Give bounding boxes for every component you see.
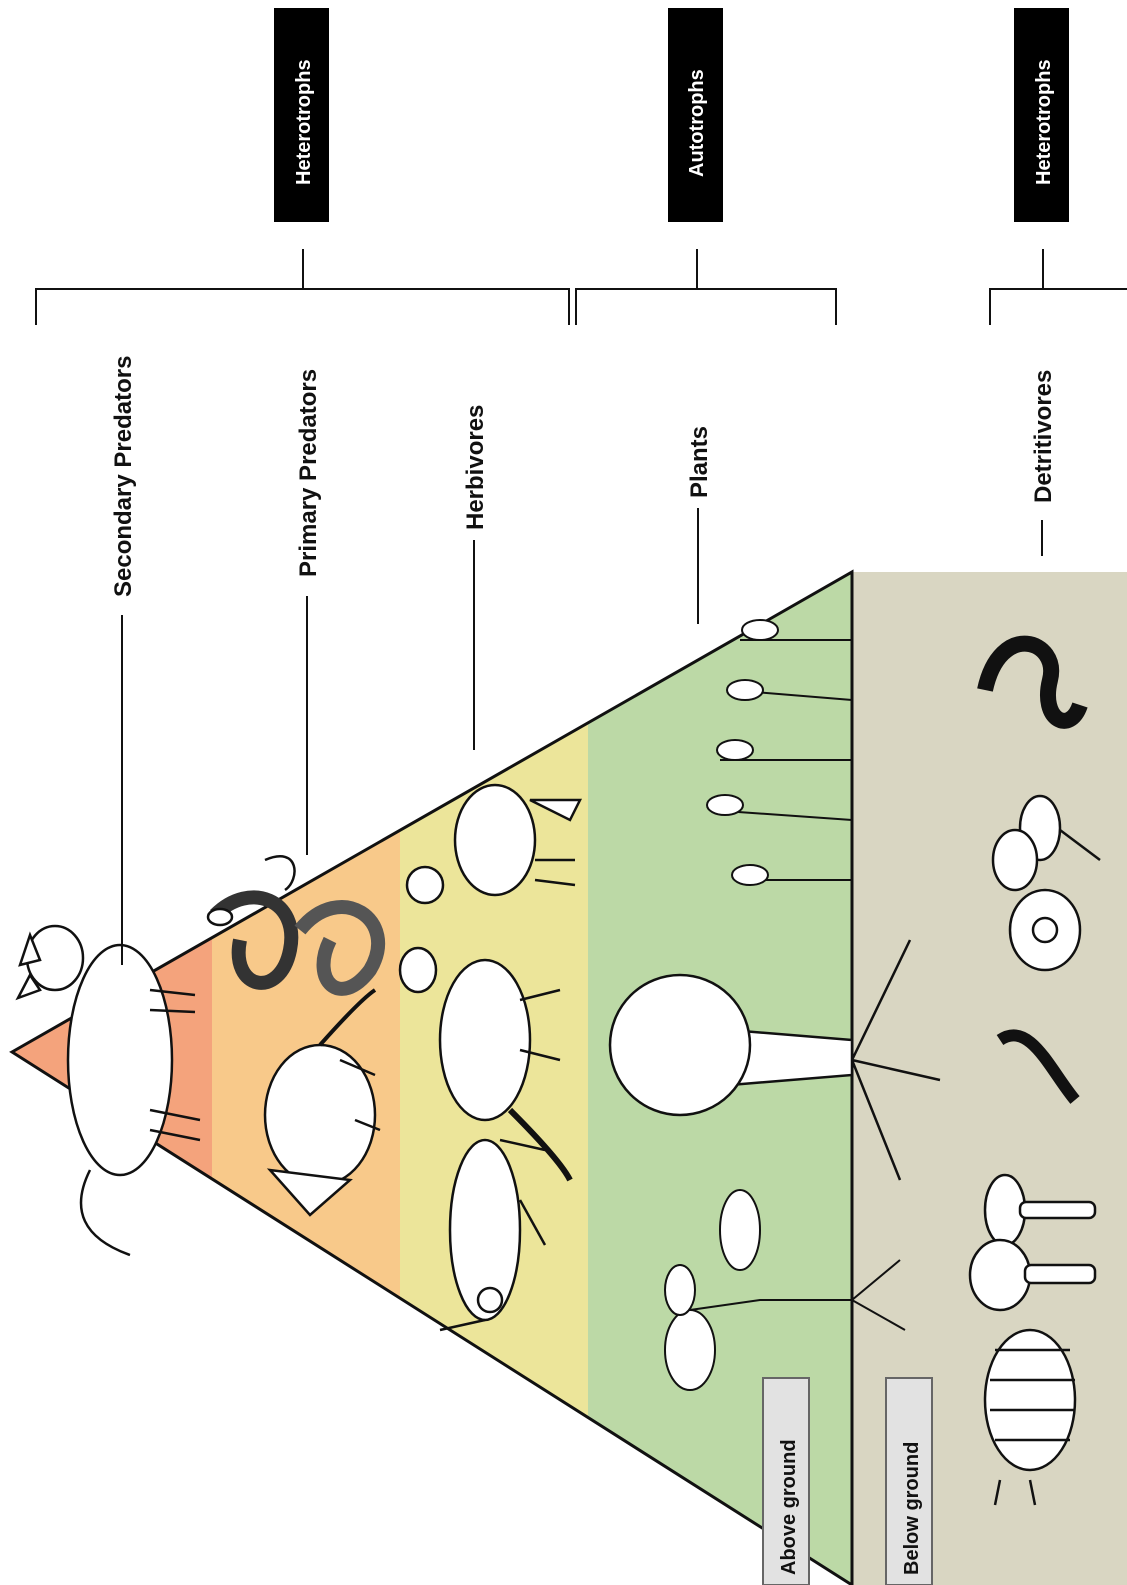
bracket-heterotrophs-top xyxy=(36,249,569,325)
below-ground-tag: Below ground xyxy=(886,1378,932,1585)
above-ground-label: Above ground xyxy=(778,1439,800,1575)
group-heterotrophs-top: Heterotrophs xyxy=(274,8,329,222)
group-autotrophs: Autotrophs xyxy=(668,8,723,222)
label-plants: Plants xyxy=(686,426,713,498)
label-secondary-predators: Secondary Predators xyxy=(110,356,137,597)
group-heterotrophs-bottom: Heterotrophs xyxy=(1014,8,1069,222)
above-ground-tag: Above ground xyxy=(763,1378,809,1585)
protist-icon xyxy=(1010,890,1080,970)
pyramid-bands xyxy=(0,0,852,1585)
group-heterotrophs-top-label: Heterotrophs xyxy=(293,59,315,185)
label-detritivores: Detritivores xyxy=(1030,370,1057,503)
label-primary-predators: Primary Predators xyxy=(295,369,322,577)
below-ground-label: Below ground xyxy=(901,1442,923,1575)
bracket-heterotrophs-bottom xyxy=(990,249,1127,325)
group-autotrophs-label: Autotrophs xyxy=(686,69,708,177)
label-herbivores: Herbivores xyxy=(462,405,489,530)
band-secondary-predators xyxy=(0,0,212,1585)
band-plants xyxy=(588,0,852,1585)
group-heterotrophs-bottom-label: Heterotrophs xyxy=(1033,59,1055,185)
bracket-autotrophs xyxy=(576,249,836,325)
